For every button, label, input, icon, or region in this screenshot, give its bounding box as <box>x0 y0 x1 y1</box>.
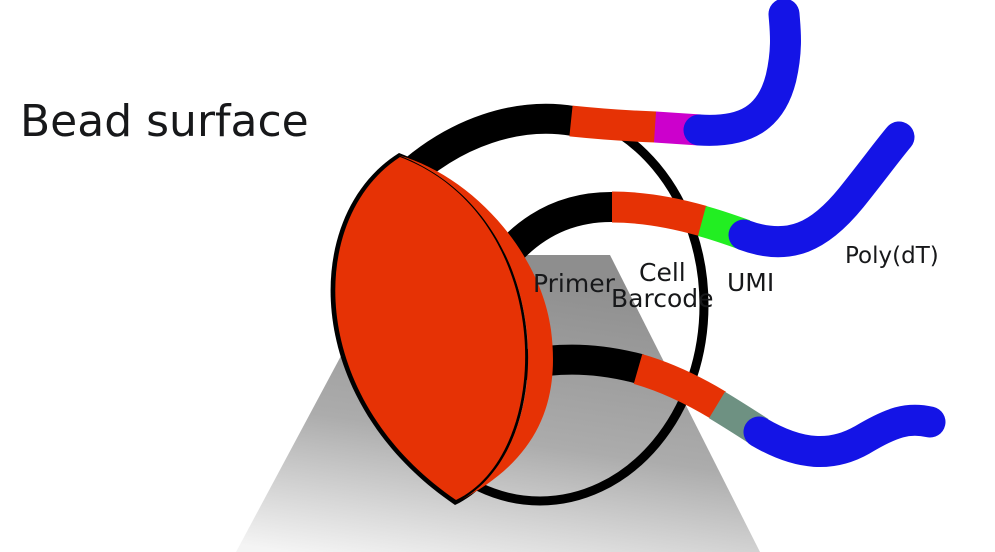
poly-dt-label: Poly(dT) <box>845 243 939 269</box>
bead-cutaway-fill <box>335 157 526 500</box>
umi-label: UMI <box>727 268 774 297</box>
strand-top-cell-barcode <box>569 105 657 143</box>
primer-label: Primer <box>533 269 616 298</box>
strand-bottom-poly-dt <box>743 404 946 468</box>
cell-barcode-label-line2: Barcode <box>611 284 714 313</box>
strand-bottom-cell-barcode <box>633 354 726 419</box>
bead-cutaway-highlight <box>398 155 553 502</box>
strand-middle-cell-barcode <box>611 191 708 236</box>
bead-cutaway-face <box>330 153 553 505</box>
strand-middle-poly-dt <box>728 121 915 258</box>
strand-top-poly-dt <box>683 0 801 146</box>
diagram-labels: Bead surface Primer Cell Barcode UMI Pol… <box>20 96 939 313</box>
strands-front-layer <box>569 0 946 468</box>
bead-surface-label: Bead surface <box>20 96 309 147</box>
cell-barcode-label-line1: Cell <box>639 258 686 287</box>
